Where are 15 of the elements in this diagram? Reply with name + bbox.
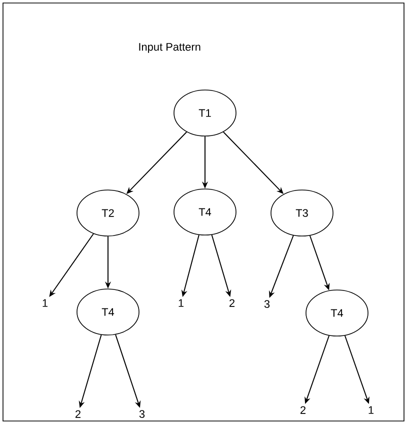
ellipse-node: T4	[174, 188, 236, 236]
ellipse-node: T4	[306, 290, 368, 336]
leaf-label: 1	[42, 299, 48, 307]
ellipse-node: T4	[76, 288, 140, 336]
leaf-label: 2	[76, 410, 80, 418]
leaf-label: 1	[178, 299, 184, 307]
ellipse-node: T2	[76, 190, 140, 236]
title: Input Pattern	[139, 43, 200, 53]
leaf-label: 2	[300, 406, 306, 414]
leaf-label: 3	[264, 300, 270, 308]
leaf-label: 3	[139, 410, 145, 418]
leaf-label: 2	[230, 299, 234, 307]
leaf-label: 1	[368, 406, 374, 414]
ellipse-node: T1	[174, 90, 236, 136]
ellipse-node: T3	[270, 190, 334, 236]
